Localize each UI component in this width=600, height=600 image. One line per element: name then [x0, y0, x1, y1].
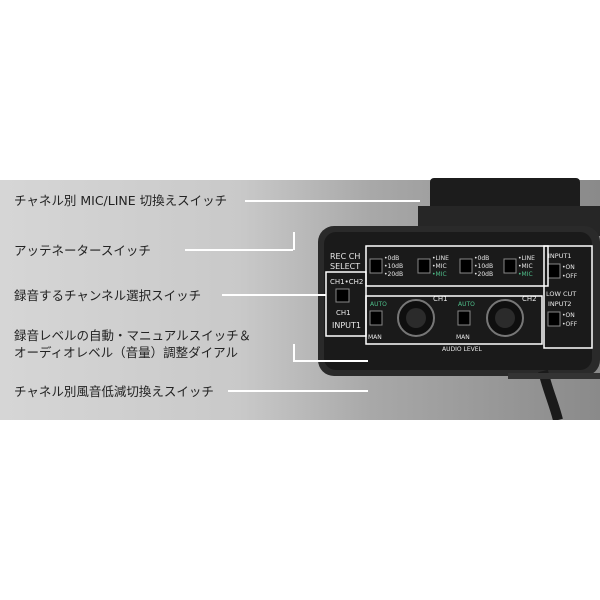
- rec-ch-text: REC CH: [330, 252, 360, 261]
- leader-attenuator: [185, 249, 293, 251]
- leader-low-cut: [228, 390, 368, 392]
- input1-lowcut-text: INPUT1: [548, 252, 572, 260]
- ch1-ch2-text: CH1•CH2: [330, 278, 363, 286]
- line-text-ch1: •LINE: [432, 255, 449, 262]
- auto-text-ch1: AUTO: [370, 301, 387, 308]
- ch1-dial-label: CH1: [433, 295, 448, 303]
- att2-20db-text: •20dB: [474, 271, 493, 278]
- low-cut-switch-input1[interactable]: [547, 263, 561, 279]
- audio-level-text: AUDIO LEVEL: [442, 346, 483, 353]
- att-switch-ch2[interactable]: [459, 258, 473, 274]
- leader-mic-line: [245, 200, 420, 202]
- man-text-ch1: MAN: [368, 334, 382, 341]
- ch1-text: CH1: [336, 309, 351, 317]
- mic48-text-ch1: •MIC: [432, 271, 447, 278]
- leader-level-v: [293, 344, 295, 360]
- label-level-switch-line2: オーディオレベル（音量）調整ダイアル: [14, 345, 239, 360]
- att-20db-text: •20dB: [384, 271, 403, 278]
- auto-man-switch-ch2[interactable]: [457, 310, 471, 326]
- mic-text-ch1: •MIC: [432, 263, 447, 270]
- on-text-1: •ON: [562, 264, 575, 271]
- att2-0db-text: •0dB: [474, 255, 489, 262]
- att-10db-text: •10dB: [384, 263, 403, 270]
- label-mic-line-switch: チャネル別 MIC/LINE 切換えスイッチ: [14, 193, 228, 208]
- att-switch-ch1[interactable]: [369, 258, 383, 274]
- leader-rec-channel: [222, 294, 326, 296]
- input1-text: INPUT1: [332, 321, 361, 330]
- select-text: SELECT: [330, 262, 360, 271]
- on-text-2: •ON: [562, 312, 575, 319]
- audio-module-illustration: REC CH SELECT CH1•CH2 CH1 INPUT1 •0dB •1…: [318, 178, 600, 420]
- mic-text-ch2: •MIC: [518, 263, 533, 270]
- leader-attenuator-v: [293, 232, 295, 250]
- off-text-2: •OFF: [562, 321, 578, 328]
- label-level-switch-line1: 録音レベルの自動・マニュアルスイッチ＆: [14, 328, 252, 343]
- line-text-ch2: •LINE: [518, 255, 535, 262]
- leader-level-h: [293, 360, 368, 362]
- ch2-dial-label: CH2: [522, 295, 537, 303]
- low-cut-switch-input2[interactable]: [547, 311, 561, 327]
- att-0db-text: •0dB: [384, 255, 399, 262]
- mic-line-switch-ch1[interactable]: [417, 258, 431, 274]
- att2-10db-text: •10dB: [474, 263, 493, 270]
- off-text-1: •OFF: [562, 273, 578, 280]
- input2-text: INPUT2: [548, 300, 572, 308]
- man-text-ch2: MAN: [456, 334, 470, 341]
- low-cut-text: LOW CUT: [546, 290, 576, 298]
- label-rec-channel-switch: 録音するチャンネル選択スイッチ: [14, 288, 202, 303]
- auto-man-switch-ch1[interactable]: [369, 310, 383, 326]
- label-attenuator-switch: アッテネータースイッチ: [14, 243, 151, 258]
- auto-text-ch2: AUTO: [458, 301, 475, 308]
- label-low-cut-switch: チャネル別風音低減切換えスイッチ: [14, 384, 214, 399]
- rec-ch-select-switch[interactable]: [335, 288, 350, 303]
- mic48-text-ch2: •MIC: [518, 271, 533, 278]
- mic-line-switch-ch2[interactable]: [503, 258, 517, 274]
